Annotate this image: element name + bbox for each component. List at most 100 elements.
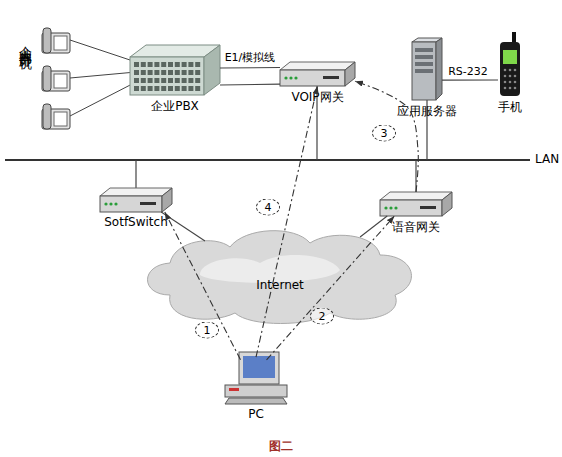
pbx-port bbox=[168, 70, 173, 75]
device-icon bbox=[380, 192, 452, 216]
device-slot bbox=[140, 202, 156, 205]
pc-badge bbox=[229, 388, 239, 391]
phone-wire bbox=[70, 72, 136, 78]
device-led bbox=[394, 206, 397, 209]
pbx-port bbox=[134, 70, 139, 75]
device-slot bbox=[323, 76, 339, 79]
pbx-port bbox=[175, 70, 180, 75]
device-icon bbox=[130, 225, 430, 325]
pbx-port bbox=[134, 86, 139, 91]
server-bay bbox=[415, 55, 433, 59]
network-link bbox=[220, 84, 280, 86]
desk-phone bbox=[42, 28, 70, 53]
device-front bbox=[380, 200, 442, 216]
lan-bus bbox=[5, 159, 530, 161]
pbx-port bbox=[188, 62, 193, 67]
pbx-port bbox=[195, 70, 200, 75]
phone-keypad bbox=[54, 112, 67, 126]
desk-phone bbox=[42, 66, 70, 91]
callout-number: 3 bbox=[372, 125, 396, 142]
pbx-port bbox=[161, 70, 166, 75]
phone-key bbox=[509, 87, 512, 90]
pbx-port bbox=[154, 78, 159, 83]
pbx-port bbox=[148, 78, 153, 83]
device-top bbox=[380, 192, 452, 200]
device-icon bbox=[412, 38, 442, 100]
device-led bbox=[384, 206, 387, 209]
callout-number: 2 bbox=[310, 308, 334, 325]
device-top bbox=[100, 188, 172, 196]
pbx-front bbox=[130, 57, 204, 95]
phone-handset bbox=[43, 104, 51, 129]
pbx-port bbox=[134, 78, 139, 83]
network-label: LAN bbox=[535, 152, 559, 166]
pbx-port bbox=[161, 78, 166, 83]
pbx-port bbox=[154, 62, 159, 67]
device-icon bbox=[130, 45, 220, 95]
device-top bbox=[280, 62, 355, 70]
pbx-port bbox=[161, 62, 166, 67]
callout-number: 4 bbox=[256, 199, 280, 216]
phone-handset bbox=[43, 28, 51, 53]
network-link bbox=[360, 216, 387, 237]
phone-key bbox=[504, 81, 507, 84]
signal-flow bbox=[355, 81, 418, 192]
voip-gateway: VOIP网关 bbox=[280, 62, 355, 86]
phone-key bbox=[514, 81, 517, 84]
softswitch-device: SotfSwitch bbox=[100, 188, 172, 212]
pc-case bbox=[225, 385, 287, 397]
device-led bbox=[104, 202, 107, 205]
phone-key bbox=[514, 87, 517, 90]
phone-key bbox=[509, 69, 512, 72]
pbx-switch: 企业PBX bbox=[130, 45, 220, 95]
device-led bbox=[284, 76, 287, 79]
server-front bbox=[412, 42, 436, 100]
pbx-port bbox=[188, 78, 193, 83]
server-side bbox=[436, 38, 442, 100]
desk-phone bbox=[42, 104, 70, 129]
node-label: Internet bbox=[256, 278, 304, 292]
pbx-port bbox=[175, 62, 180, 67]
figure-caption: 图二 bbox=[269, 438, 293, 455]
server-bay bbox=[415, 62, 433, 66]
phone-key bbox=[514, 69, 517, 72]
device-icon bbox=[100, 188, 172, 212]
node-label: VOIP网关 bbox=[291, 89, 343, 106]
network-link bbox=[442, 79, 498, 80]
server-bay bbox=[415, 69, 433, 73]
phone-keypad bbox=[54, 74, 67, 88]
pc-monitor bbox=[239, 352, 279, 384]
pbx-port bbox=[148, 86, 153, 91]
phone-key bbox=[514, 75, 517, 78]
pbx-port bbox=[168, 78, 173, 83]
device-icon bbox=[498, 32, 522, 96]
device-led bbox=[114, 202, 117, 205]
phone-key bbox=[504, 69, 507, 72]
cloud-shape bbox=[148, 231, 412, 324]
voice-gateway: 语音网关 bbox=[380, 192, 452, 216]
pbx-port bbox=[188, 86, 193, 91]
pbx-port bbox=[182, 86, 187, 91]
link-label: RS-232 bbox=[448, 65, 488, 78]
phone-key bbox=[504, 75, 507, 78]
device-led bbox=[389, 206, 392, 209]
device-led bbox=[294, 76, 297, 79]
phone-keypad bbox=[54, 36, 67, 50]
device-icon bbox=[280, 62, 355, 86]
node-label: 手机 bbox=[498, 99, 522, 116]
pbx-port bbox=[141, 70, 146, 75]
device-front bbox=[100, 196, 162, 212]
pbx-port bbox=[168, 62, 173, 67]
device-icon bbox=[225, 352, 287, 404]
node-label: SotfSwitch bbox=[104, 215, 168, 229]
node-label: 企业PBX bbox=[151, 98, 199, 115]
link-label: E1/模拟线 bbox=[225, 50, 276, 65]
pbx-port bbox=[188, 70, 193, 75]
pbx-port bbox=[141, 86, 146, 91]
pbx-port bbox=[141, 62, 146, 67]
mobile-phone: 手机 bbox=[498, 32, 522, 96]
pbx-port bbox=[175, 78, 180, 83]
phone-body bbox=[500, 42, 520, 96]
device-side bbox=[162, 188, 172, 212]
